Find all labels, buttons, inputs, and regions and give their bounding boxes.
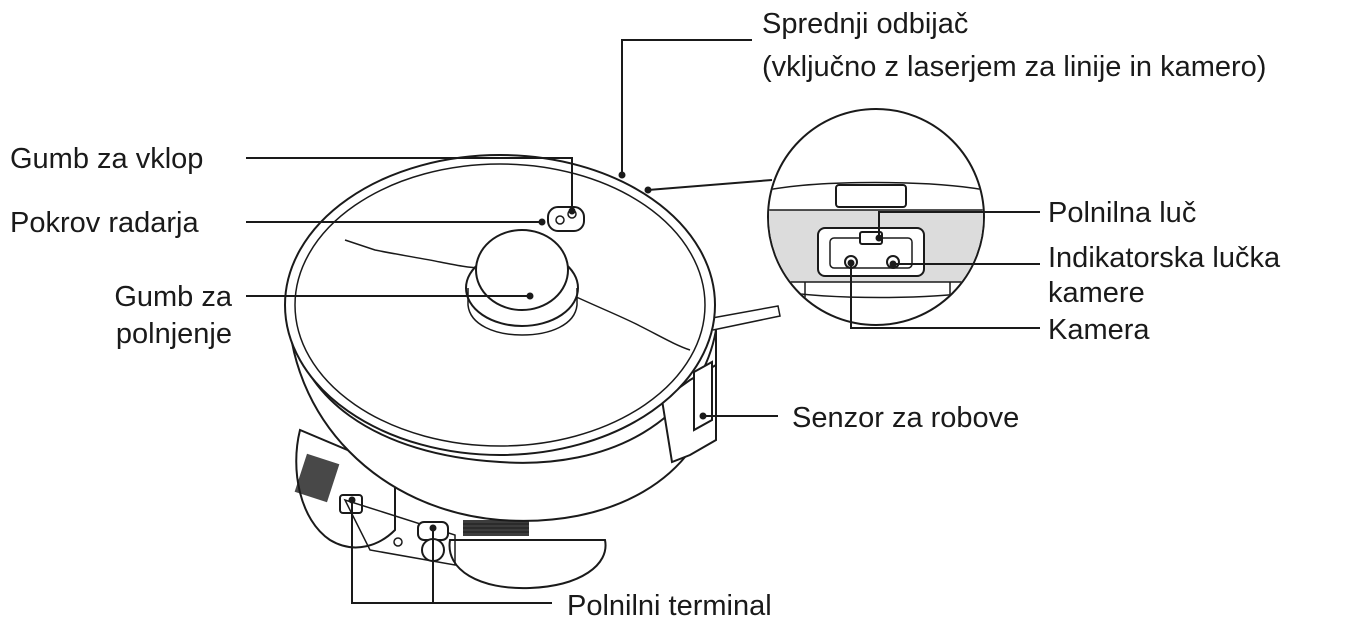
leader-charging-light <box>878 211 1040 238</box>
leader-lines <box>246 39 1040 604</box>
leader-charging-terminal-dot-center <box>429 524 437 532</box>
leader-bumper-inset-dot <box>644 186 652 194</box>
label-front-bumper-detail: (vključno z laserjem za linije in kamero… <box>762 51 1266 83</box>
radar-band <box>467 288 578 336</box>
label-charging-terminal: Polnilni terminal <box>567 590 772 622</box>
edge-sensor-window <box>693 360 713 432</box>
leader-radar-cover-dot <box>538 218 546 226</box>
lid-seam-left <box>344 239 483 269</box>
button-pod-dot-a <box>555 215 565 225</box>
label-camera-indicator-line1: Indikatorska lučka <box>1048 242 1281 274</box>
button-pod <box>547 206 585 232</box>
side-brush <box>711 305 781 331</box>
leader-charging-light-dot <box>875 234 883 242</box>
leader-charge-button-dot <box>526 292 534 300</box>
label-camera-indicator-line2: kamere <box>1048 277 1145 309</box>
leader-charging-terminal-dot-left <box>348 496 356 504</box>
robot-vacuum-illustration <box>284 154 781 590</box>
radar-cap <box>475 229 569 311</box>
camera-inset <box>767 108 985 326</box>
label-charging-light: Polnilna luč <box>1048 197 1196 229</box>
leader-camera-indicator-dot <box>889 260 897 268</box>
leader-camera <box>850 263 1040 329</box>
leader-power-button <box>246 157 573 211</box>
leader-front-bumper-dot <box>618 171 626 179</box>
vent-grille <box>463 520 529 536</box>
leader-bumper-inset <box>647 179 773 191</box>
leader-robot-sensor-dot <box>699 412 707 420</box>
labels: Sprednji odbijač (vključno z laserjem za… <box>10 8 1281 622</box>
label-radar-cover: Pokrov radarja <box>10 207 199 239</box>
leader-power-button-dot <box>568 207 576 215</box>
front-panel <box>343 498 456 566</box>
leader-charging-terminal <box>351 500 552 604</box>
left-side-vent <box>294 453 340 503</box>
label-charge-button-line2: polnjenje <box>116 318 232 350</box>
label-camera: Kamera <box>1048 314 1150 346</box>
label-power-button: Gumb za vklop <box>10 143 203 175</box>
leader-camera-dot <box>847 259 855 267</box>
label-robot-sensor: Senzor za robove <box>792 402 1019 434</box>
leader-front-bumper <box>621 39 752 175</box>
bottom-wheel-pod <box>448 539 607 590</box>
top-lid-inner-rim <box>294 163 706 447</box>
label-charge-button-line1: Gumb za <box>114 281 233 313</box>
lid-seam-right <box>571 294 691 351</box>
bottom-screw <box>393 537 403 547</box>
label-front-bumper: Sprednji odbijač <box>762 8 968 40</box>
